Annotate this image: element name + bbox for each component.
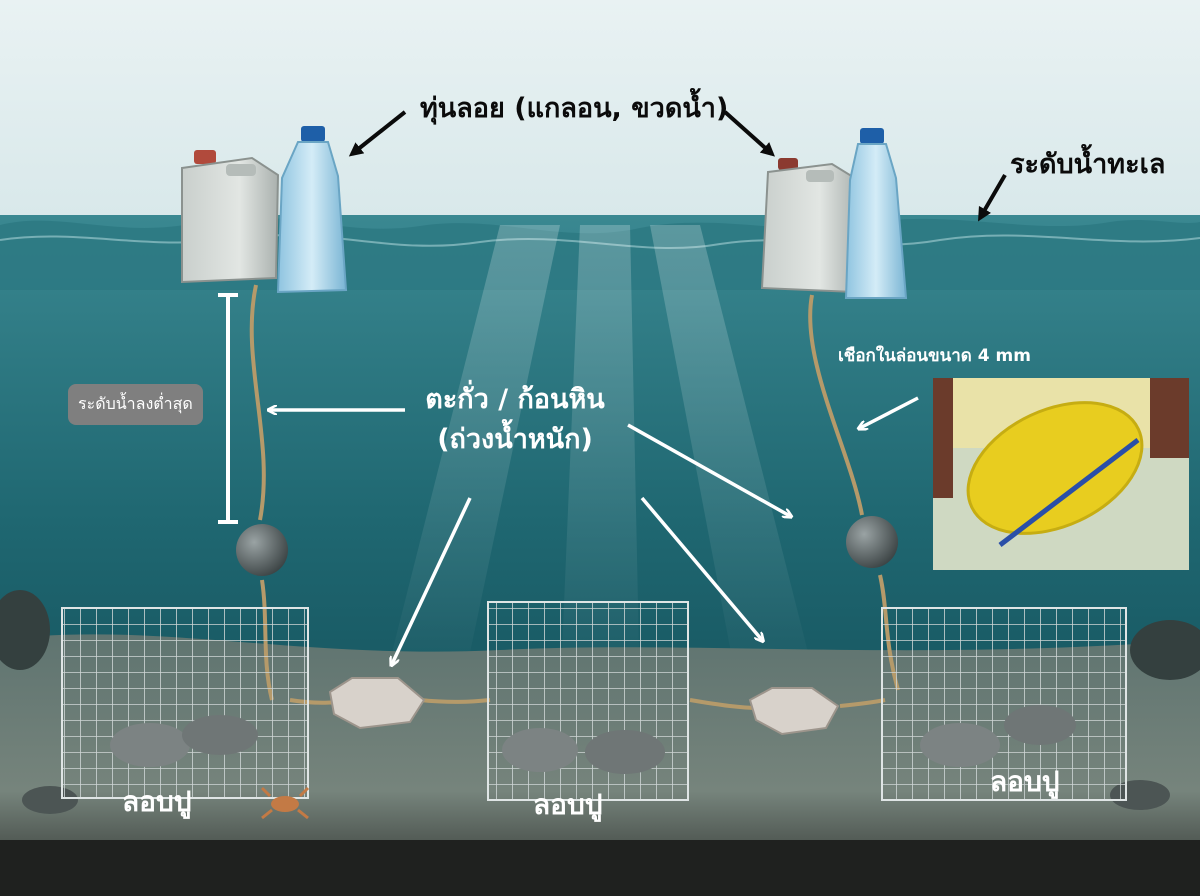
trap-right	[881, 607, 1127, 801]
lowest-water-label: ระดับน้ำลงต่ำสุด	[68, 384, 203, 425]
trap-label-center: ลอบปู	[533, 788, 603, 821]
stone-weight-left	[328, 677, 426, 730]
weight-label: ตะกั่ว / ก้อนหิน (ถ่วงน้ำหนัก)	[410, 380, 620, 460]
trap-label-left: ลอบปู	[122, 785, 192, 818]
trap-center	[487, 601, 689, 801]
seabed-rocks	[0, 590, 1200, 814]
seabed-dark	[0, 840, 1200, 896]
float-label: ทุ่นลอย (แกลอน, ขวดน้ำ)	[420, 93, 729, 124]
sea-level-label: ระดับน้ำทะเล	[1010, 149, 1166, 180]
crab-icon	[260, 786, 310, 820]
float-right	[760, 128, 908, 299]
float-left	[181, 126, 348, 294]
weight-label-line2: (ถ่วงน้ำหนัก)	[437, 424, 593, 455]
rope-label: เชือกในล่อนขนาด 4 mm	[838, 346, 1031, 366]
white-arrows	[270, 396, 919, 664]
lowest-water-bracket	[218, 293, 238, 524]
trap-left	[61, 607, 309, 799]
stone-weight-right	[748, 687, 840, 736]
black-arrows	[348, 110, 1007, 222]
lead-weight-left	[236, 524, 288, 576]
light-rays	[380, 225, 820, 700]
weight-label-line1: ตะกั่ว / ก้อนหิน	[425, 384, 605, 415]
trap-label-right: ลอบปู	[990, 765, 1060, 798]
lead-weight-right	[846, 516, 898, 568]
rope-spool-photo	[933, 378, 1189, 570]
